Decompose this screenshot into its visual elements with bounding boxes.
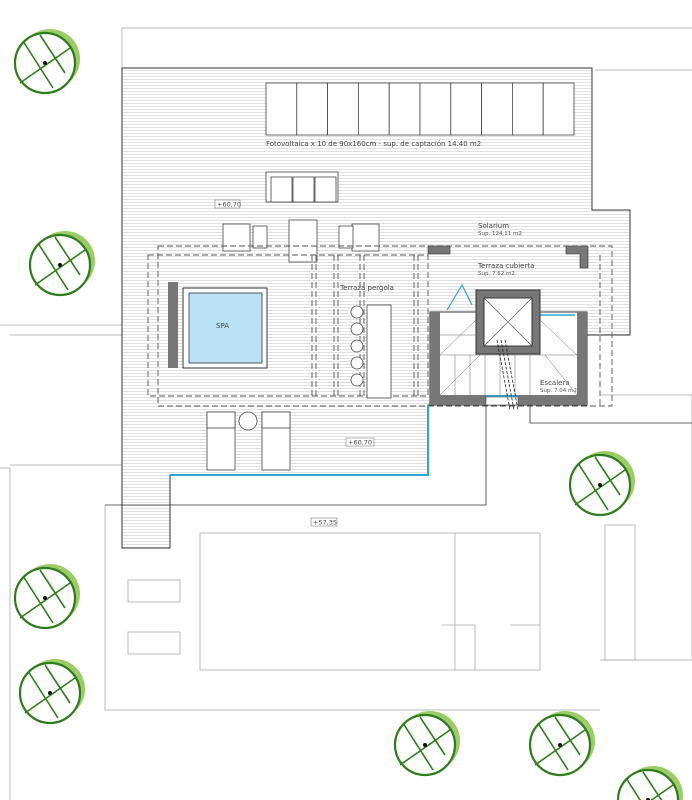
level-ground: +57,35 [313, 519, 337, 527]
solar-panel [419, 82, 452, 136]
solar-panel [542, 82, 575, 136]
level-tag-upper [214, 199, 241, 209]
solarium-label: Solarium [478, 222, 509, 230]
pool-outline [127, 524, 636, 671]
tree-icon [18, 659, 85, 725]
tree-icon [28, 231, 95, 297]
covered-terrace-area: Sup. 7.62 m2 [478, 271, 515, 277]
tree-icon [568, 451, 635, 517]
columns [427, 245, 589, 269]
sun-loungers [206, 411, 291, 471]
stairs-area: Sup. 7.04 m2 [540, 388, 577, 394]
solar-panel [327, 82, 359, 136]
stairs-label: Escalera [540, 379, 570, 387]
tree-icon [616, 766, 683, 800]
covered-terrace-label: Terraza cubierta [477, 262, 534, 270]
solar-panel [296, 82, 328, 136]
stair-core [429, 289, 588, 411]
level-tag-ground [310, 517, 338, 527]
tree-icon [13, 564, 80, 630]
solar-panel [512, 82, 544, 136]
deck-edge [170, 405, 429, 476]
solar-panel [265, 82, 298, 136]
trees [13, 29, 683, 800]
tree-icon [13, 29, 80, 95]
solarium-area: Sup. 124.11 m2 [478, 231, 522, 237]
spa-pool [182, 287, 268, 369]
level-upper: +60,70 [217, 201, 241, 209]
bar-table [350, 304, 392, 399]
site-outlines [0, 27, 692, 800]
wall-left [168, 282, 178, 368]
spa-label: SPA [216, 322, 229, 330]
level-lower: +60,70 [348, 439, 372, 447]
tree-icon [528, 711, 595, 777]
solar-panels [265, 82, 575, 136]
terrace-outline [105, 405, 487, 506]
pergola-terrace-label: Terraza pergola [339, 284, 394, 292]
door-swing [446, 283, 473, 311]
sofa [265, 171, 339, 203]
level-tag-lower [345, 437, 375, 447]
armchairs [222, 219, 380, 263]
solar-panel [450, 82, 482, 136]
solar-panel [388, 82, 421, 136]
solar-panel [481, 82, 513, 136]
photovoltaic-label: Fotovoltaica x 10 de 90x160cm - sup. de … [266, 140, 481, 148]
solar-panel [357, 82, 390, 136]
tree-icon [393, 711, 460, 777]
wall-outline [529, 405, 692, 424]
pergola-outline [147, 245, 613, 407]
